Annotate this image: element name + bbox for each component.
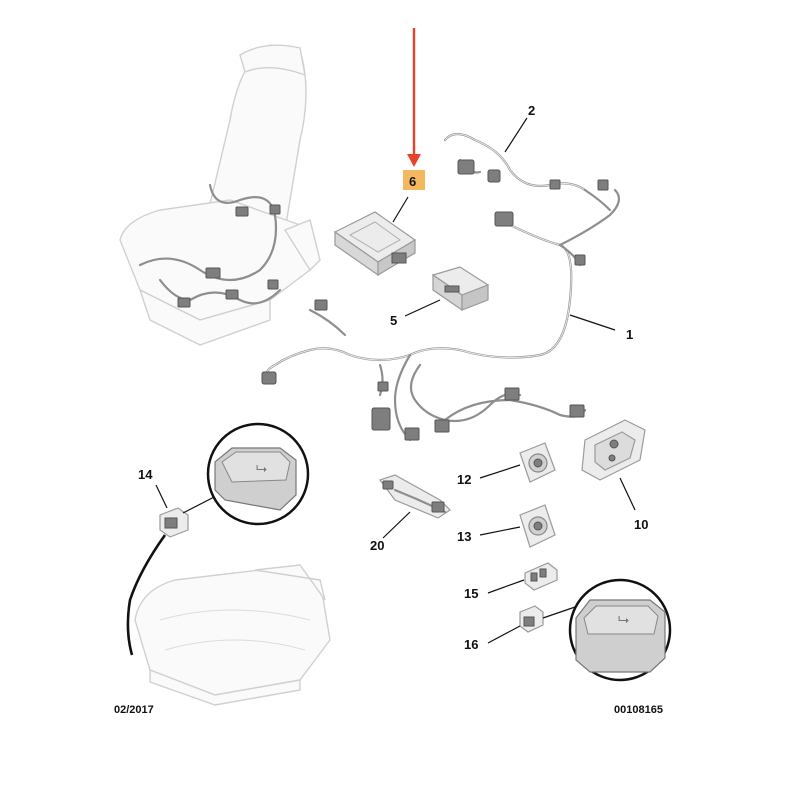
callout-12-label: 12 (457, 472, 471, 487)
part-13-knob (519, 504, 556, 548)
part-6-control-module (333, 211, 417, 277)
highlight-arrow-head (407, 154, 421, 167)
part-14-switch (159, 507, 189, 538)
part-2-harness-branch (443, 132, 612, 212)
svg-text:⮡: ⮡ (256, 461, 267, 477)
leader-lines (155, 117, 636, 644)
callout-1-label: 1 (626, 327, 633, 342)
callout-14-label: 14 (138, 467, 153, 482)
seat-cushion-illustration (134, 564, 331, 706)
part-10-switch-panel (581, 419, 646, 481)
zoom-detail-16: ⮡ (542, 578, 672, 682)
callout-5-label: 5 (390, 313, 397, 328)
footer-date: 02/2017 (114, 704, 154, 716)
part-5-module (431, 266, 490, 312)
seat-assembly-illustration (119, 44, 321, 346)
zoom-detail-14: ⮡ (182, 422, 310, 526)
part-16-switch (519, 605, 544, 633)
callout-2-label: 2 (528, 103, 535, 118)
part-20-connector-harness (379, 474, 451, 519)
callout-15-label: 15 (464, 586, 478, 601)
callout-20-label: 20 (370, 538, 384, 553)
svg-text:⮡: ⮡ (618, 612, 629, 628)
callout-16-label: 16 (464, 637, 478, 652)
callout-6-highlight (403, 170, 425, 190)
part-14-leader-curve (126, 534, 167, 656)
callout-13-label: 13 (457, 529, 471, 544)
part-1-main-harness (261, 188, 621, 442)
callout-6-label: 6 (409, 174, 416, 189)
callout-10-label: 10 (634, 517, 648, 532)
part-15-switch (524, 562, 558, 591)
footer-reference-number: 00108165 (614, 704, 663, 716)
part-12-knob (519, 442, 556, 483)
